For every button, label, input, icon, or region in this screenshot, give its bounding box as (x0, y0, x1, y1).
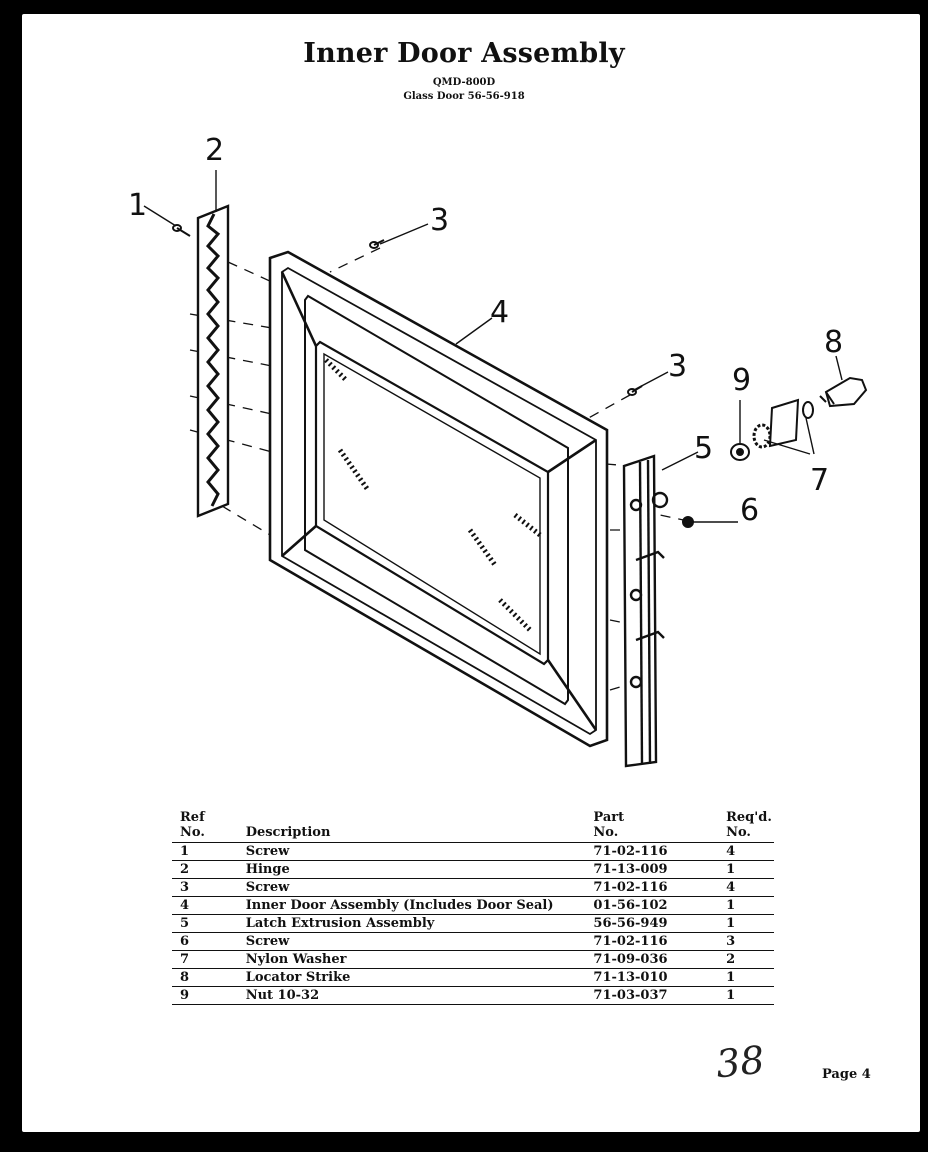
callout-labels: 1 2 3 4 3 5 6 7 8 9 (128, 133, 843, 528)
callout-5: 5 (694, 431, 713, 466)
table-row: 1 Screw 71-02-116 4 (172, 842, 774, 861)
header-part: Part No. (593, 810, 727, 843)
callout-1: 1 (128, 188, 147, 223)
table-header-row: Ref No. Description Part No. Req'd. No. (172, 810, 774, 843)
glass-door-subtitle: Glass Door 56-56-918 (403, 91, 525, 102)
alignment-lines (189, 247, 689, 691)
table-row: 5 Latch Extrusion Assembly 56-56-949 1 (172, 914, 774, 933)
latch-extrusion (622, 454, 669, 768)
header-ref: Ref No. (172, 810, 246, 843)
leader-lines (143, 170, 843, 523)
callout-4: 4 (490, 295, 509, 330)
door-frame (268, 250, 609, 748)
callout-7: 7 (810, 463, 829, 498)
callout-9: 9 (732, 363, 751, 398)
table-row: 2 Hinge 71-13-009 1 (172, 860, 774, 879)
header-req: Req'd. No. (726, 810, 774, 843)
table-row: 8 Locator Strike 71-13-010 1 (172, 968, 774, 987)
callout-3-right: 3 (668, 349, 687, 384)
glass-stipple (324, 358, 542, 632)
model-number: QMD-800D (432, 77, 496, 88)
table-row: 4 Inner Door Assembly (Includes Door Sea… (172, 896, 774, 915)
callout-3-top: 3 (430, 203, 449, 238)
table-row: 3 Screw 71-02-116 4 (172, 878, 774, 897)
page-number: Page 4 (822, 1067, 871, 1082)
table-row: 7 Nylon Washer 71-09-036 2 (172, 950, 774, 969)
header-description: Description (245, 810, 594, 843)
callout-6: 6 (740, 493, 759, 528)
callout-8: 8 (824, 325, 843, 360)
hinge-part (196, 204, 230, 518)
callout-2: 2 (205, 133, 224, 168)
page-title: Inner Door Assembly (303, 38, 625, 69)
exploded-diagram: 1 2 3 4 3 5 6 7 8 9 (128, 133, 868, 768)
handwritten-number: 38 (713, 1037, 767, 1087)
table-row: 9 Nut 10-32 71-03-037 1 (172, 986, 774, 1005)
parts-table: Ref No. Description Part No. Req'd. No. … (172, 810, 774, 1005)
small-parts (730, 376, 868, 461)
table-row: 6 Screw 71-02-116 3 (172, 932, 774, 951)
